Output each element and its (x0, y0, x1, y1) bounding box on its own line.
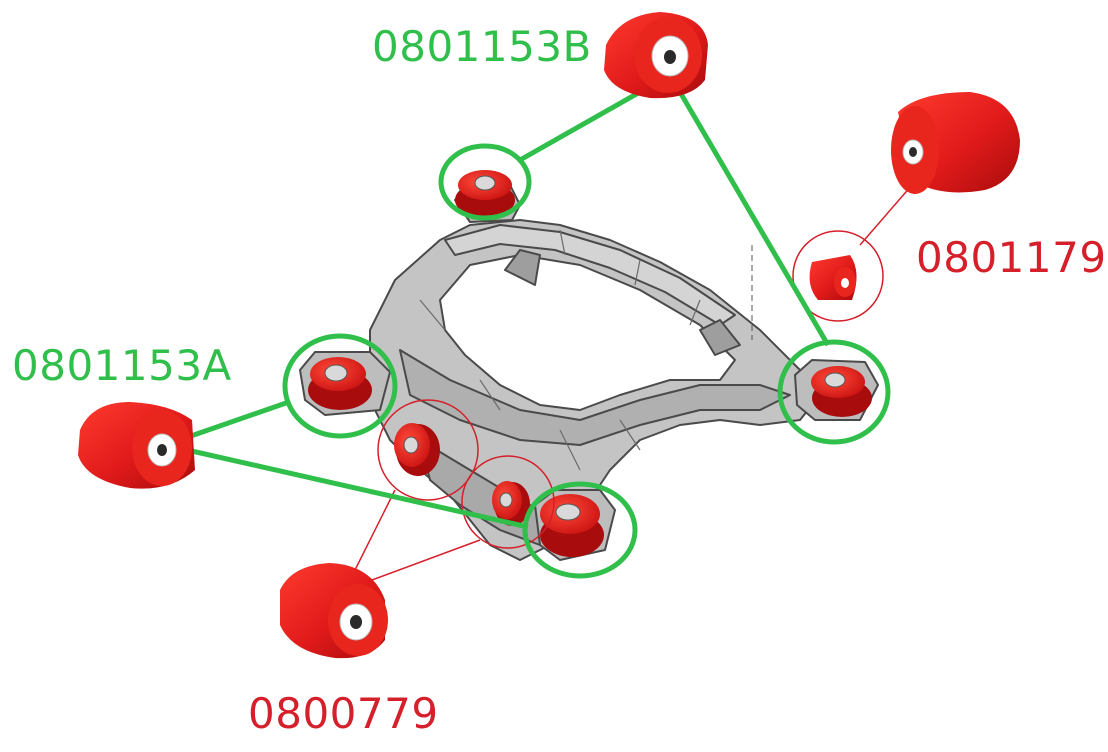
part-number-0801153a: 0801153A (12, 341, 232, 390)
part-number-0801179: 0801179 (916, 233, 1107, 282)
mounted-bushing-mid-left-icon (394, 423, 440, 476)
bushing-0800779-icon (280, 563, 388, 659)
mounted-bushing-left-icon (308, 357, 372, 410)
mounted-bushing-mid-right-icon (492, 481, 530, 526)
mounted-bushing-top-icon (455, 170, 515, 218)
bushing-0801179-icon (891, 92, 1020, 194)
bushing-0801153a-icon (78, 402, 195, 489)
part-number-0800779: 0800779 (248, 689, 439, 738)
mounted-bushing-bottom-icon (540, 494, 604, 557)
mounted-bushing-right-icon (811, 366, 872, 417)
part-number-0801153b: 0801153B (372, 22, 592, 71)
red-callouts (344, 184, 913, 591)
bushing-0801153b-icon (604, 12, 708, 99)
bushing-0801179-small-icon (809, 255, 857, 300)
